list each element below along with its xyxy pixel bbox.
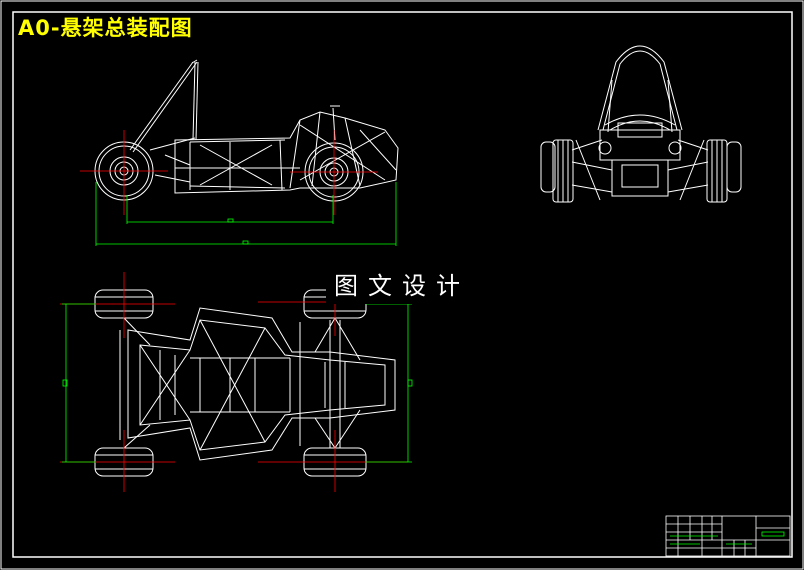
side-view-centerlines [80,130,378,215]
drawing-title: A0-悬架总装配图 [18,16,193,40]
top-view-centerlines [60,272,408,492]
watermark-text: 图文设计 [326,268,478,304]
top-view [94,289,396,477]
side-view-dimensions [95,182,397,246]
top-view-dimensions [62,303,413,463]
title-block [665,515,791,557]
front-view [540,45,742,203]
side-view [94,59,399,202]
title-block-marks [670,531,785,545]
